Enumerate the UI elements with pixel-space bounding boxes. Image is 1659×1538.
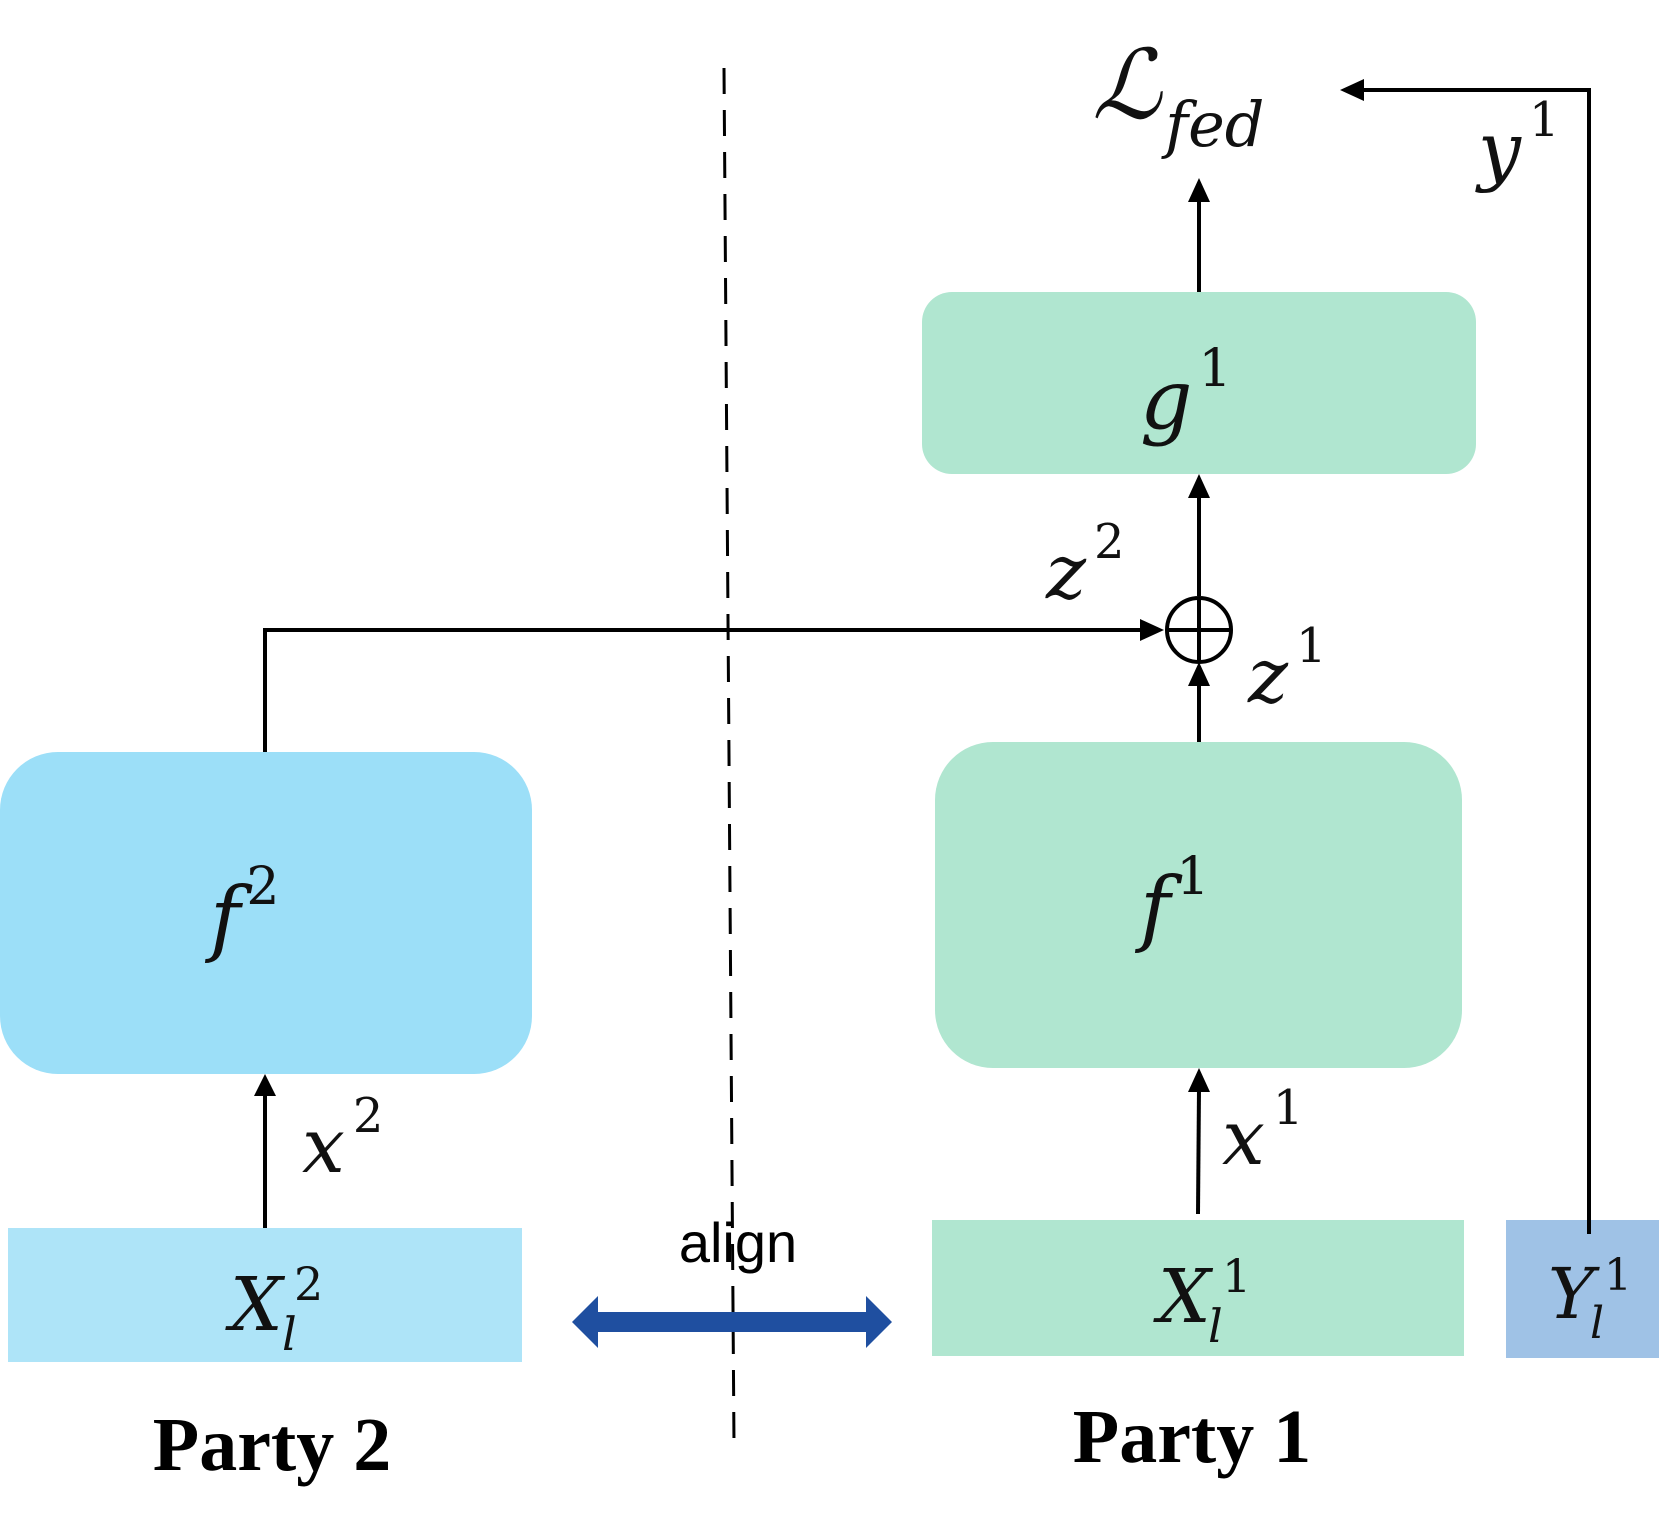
- X1-sub: l: [1208, 1299, 1223, 1353]
- X1-sup: 1: [1222, 1249, 1251, 1303]
- X2-sup: 2: [294, 1257, 323, 1311]
- arrow-x1-head: [1188, 1068, 1210, 1092]
- Y1-label: Y: [1548, 1253, 1600, 1335]
- X1-label: X: [1153, 1254, 1214, 1340]
- X2-label: X: [225, 1262, 286, 1348]
- party-separator: [722, 67, 736, 1446]
- X2-sub: l: [282, 1307, 297, 1361]
- g1-box: [922, 292, 1476, 474]
- loss-label: ℒfed: [1092, 29, 1264, 161]
- X1-box: [932, 1220, 1464, 1356]
- arrow-g1-in-head: [1188, 474, 1210, 498]
- f2-box: [0, 752, 532, 1074]
- arrow-z1-head: [1188, 662, 1210, 686]
- party2-label: Party 2: [153, 1403, 391, 1487]
- align-label: align: [679, 1211, 797, 1274]
- f1-box: [935, 742, 1462, 1068]
- Y1-sub: l: [1590, 1298, 1604, 1349]
- Y1-box: [1506, 1220, 1659, 1358]
- align-double-arrow: [572, 1296, 892, 1348]
- arrow-x1-to-f1: [1196, 1087, 1201, 1215]
- arrow-x2-head: [254, 1074, 276, 1096]
- circled-plus-icon: [1165, 596, 1233, 664]
- arrow-y1-head: [1340, 79, 1364, 101]
- X2-box: [8, 1228, 522, 1362]
- arrow-f2-to-combine: [263, 628, 1142, 752]
- arrow-Y1-to-loss: [1362, 88, 1591, 1234]
- arrow-z2-head: [1140, 619, 1164, 641]
- Y1-sup: 1: [1604, 1250, 1632, 1301]
- arrow-loss-in-head: [1188, 178, 1210, 202]
- party1-label: Party 1: [1073, 1395, 1311, 1479]
